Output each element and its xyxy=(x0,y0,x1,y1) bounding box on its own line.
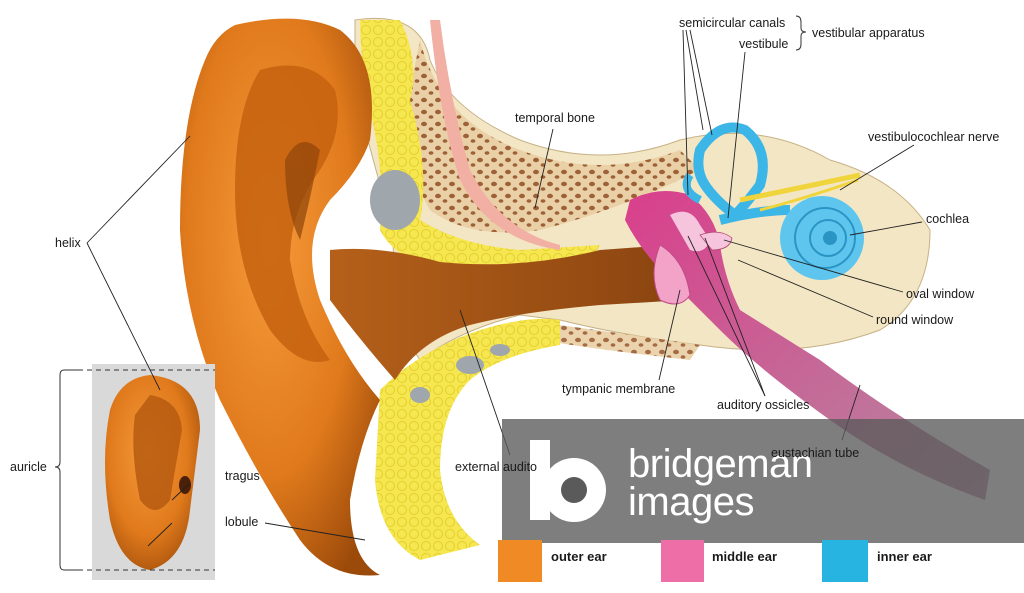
inner-ear xyxy=(682,122,864,280)
legend-swatch-middle-ear xyxy=(661,540,704,582)
label-auditory-ossicles: auditory ossicles xyxy=(717,398,810,412)
legend-label-inner-ear: inner ear xyxy=(877,549,932,564)
legend-swatch-inner-ear xyxy=(822,540,868,582)
legend-label-outer-ear: outer ear xyxy=(551,549,607,564)
watermark-text-line1: bridgeman xyxy=(628,442,813,486)
ear-canal xyxy=(330,245,686,380)
label-helix: helix xyxy=(55,236,81,250)
label-vestibule: vestibule xyxy=(739,37,789,51)
legend-label-middle-ear: middle ear xyxy=(712,549,778,564)
label-vestibular-apparatus: vestibular apparatus xyxy=(812,26,925,40)
label-oval-window: oval window xyxy=(906,287,975,301)
soft-tissue xyxy=(344,20,600,560)
leader-lines xyxy=(86,29,923,547)
auricle-inset xyxy=(92,364,215,580)
watermark-text-line2: images xyxy=(628,480,754,524)
label-external-auditory: external audito xyxy=(455,460,538,474)
label-lobule: lobule xyxy=(225,515,259,529)
watermark-logo xyxy=(530,440,606,522)
auricle-shape xyxy=(180,18,380,576)
label-vestibulocochlear-nerve: vestibulocochlear nerve xyxy=(868,130,1000,144)
auricle-bracket xyxy=(54,369,215,571)
label-semicircular-canals: semicircular canals xyxy=(679,16,786,30)
label-round-window: round window xyxy=(876,313,954,327)
label-tragus: tragus xyxy=(225,469,260,483)
label-eustachian-tube: eustachian tube xyxy=(771,446,860,460)
label-temporal-bone: temporal bone xyxy=(515,111,595,125)
label-auricle: auricle xyxy=(10,460,47,474)
label-tympanic-membrane: tympanic membrane xyxy=(562,382,676,396)
legend-swatch-outer-ear xyxy=(498,540,542,582)
vestibular-brace xyxy=(795,15,807,51)
label-cochlea: cochlea xyxy=(926,212,970,226)
